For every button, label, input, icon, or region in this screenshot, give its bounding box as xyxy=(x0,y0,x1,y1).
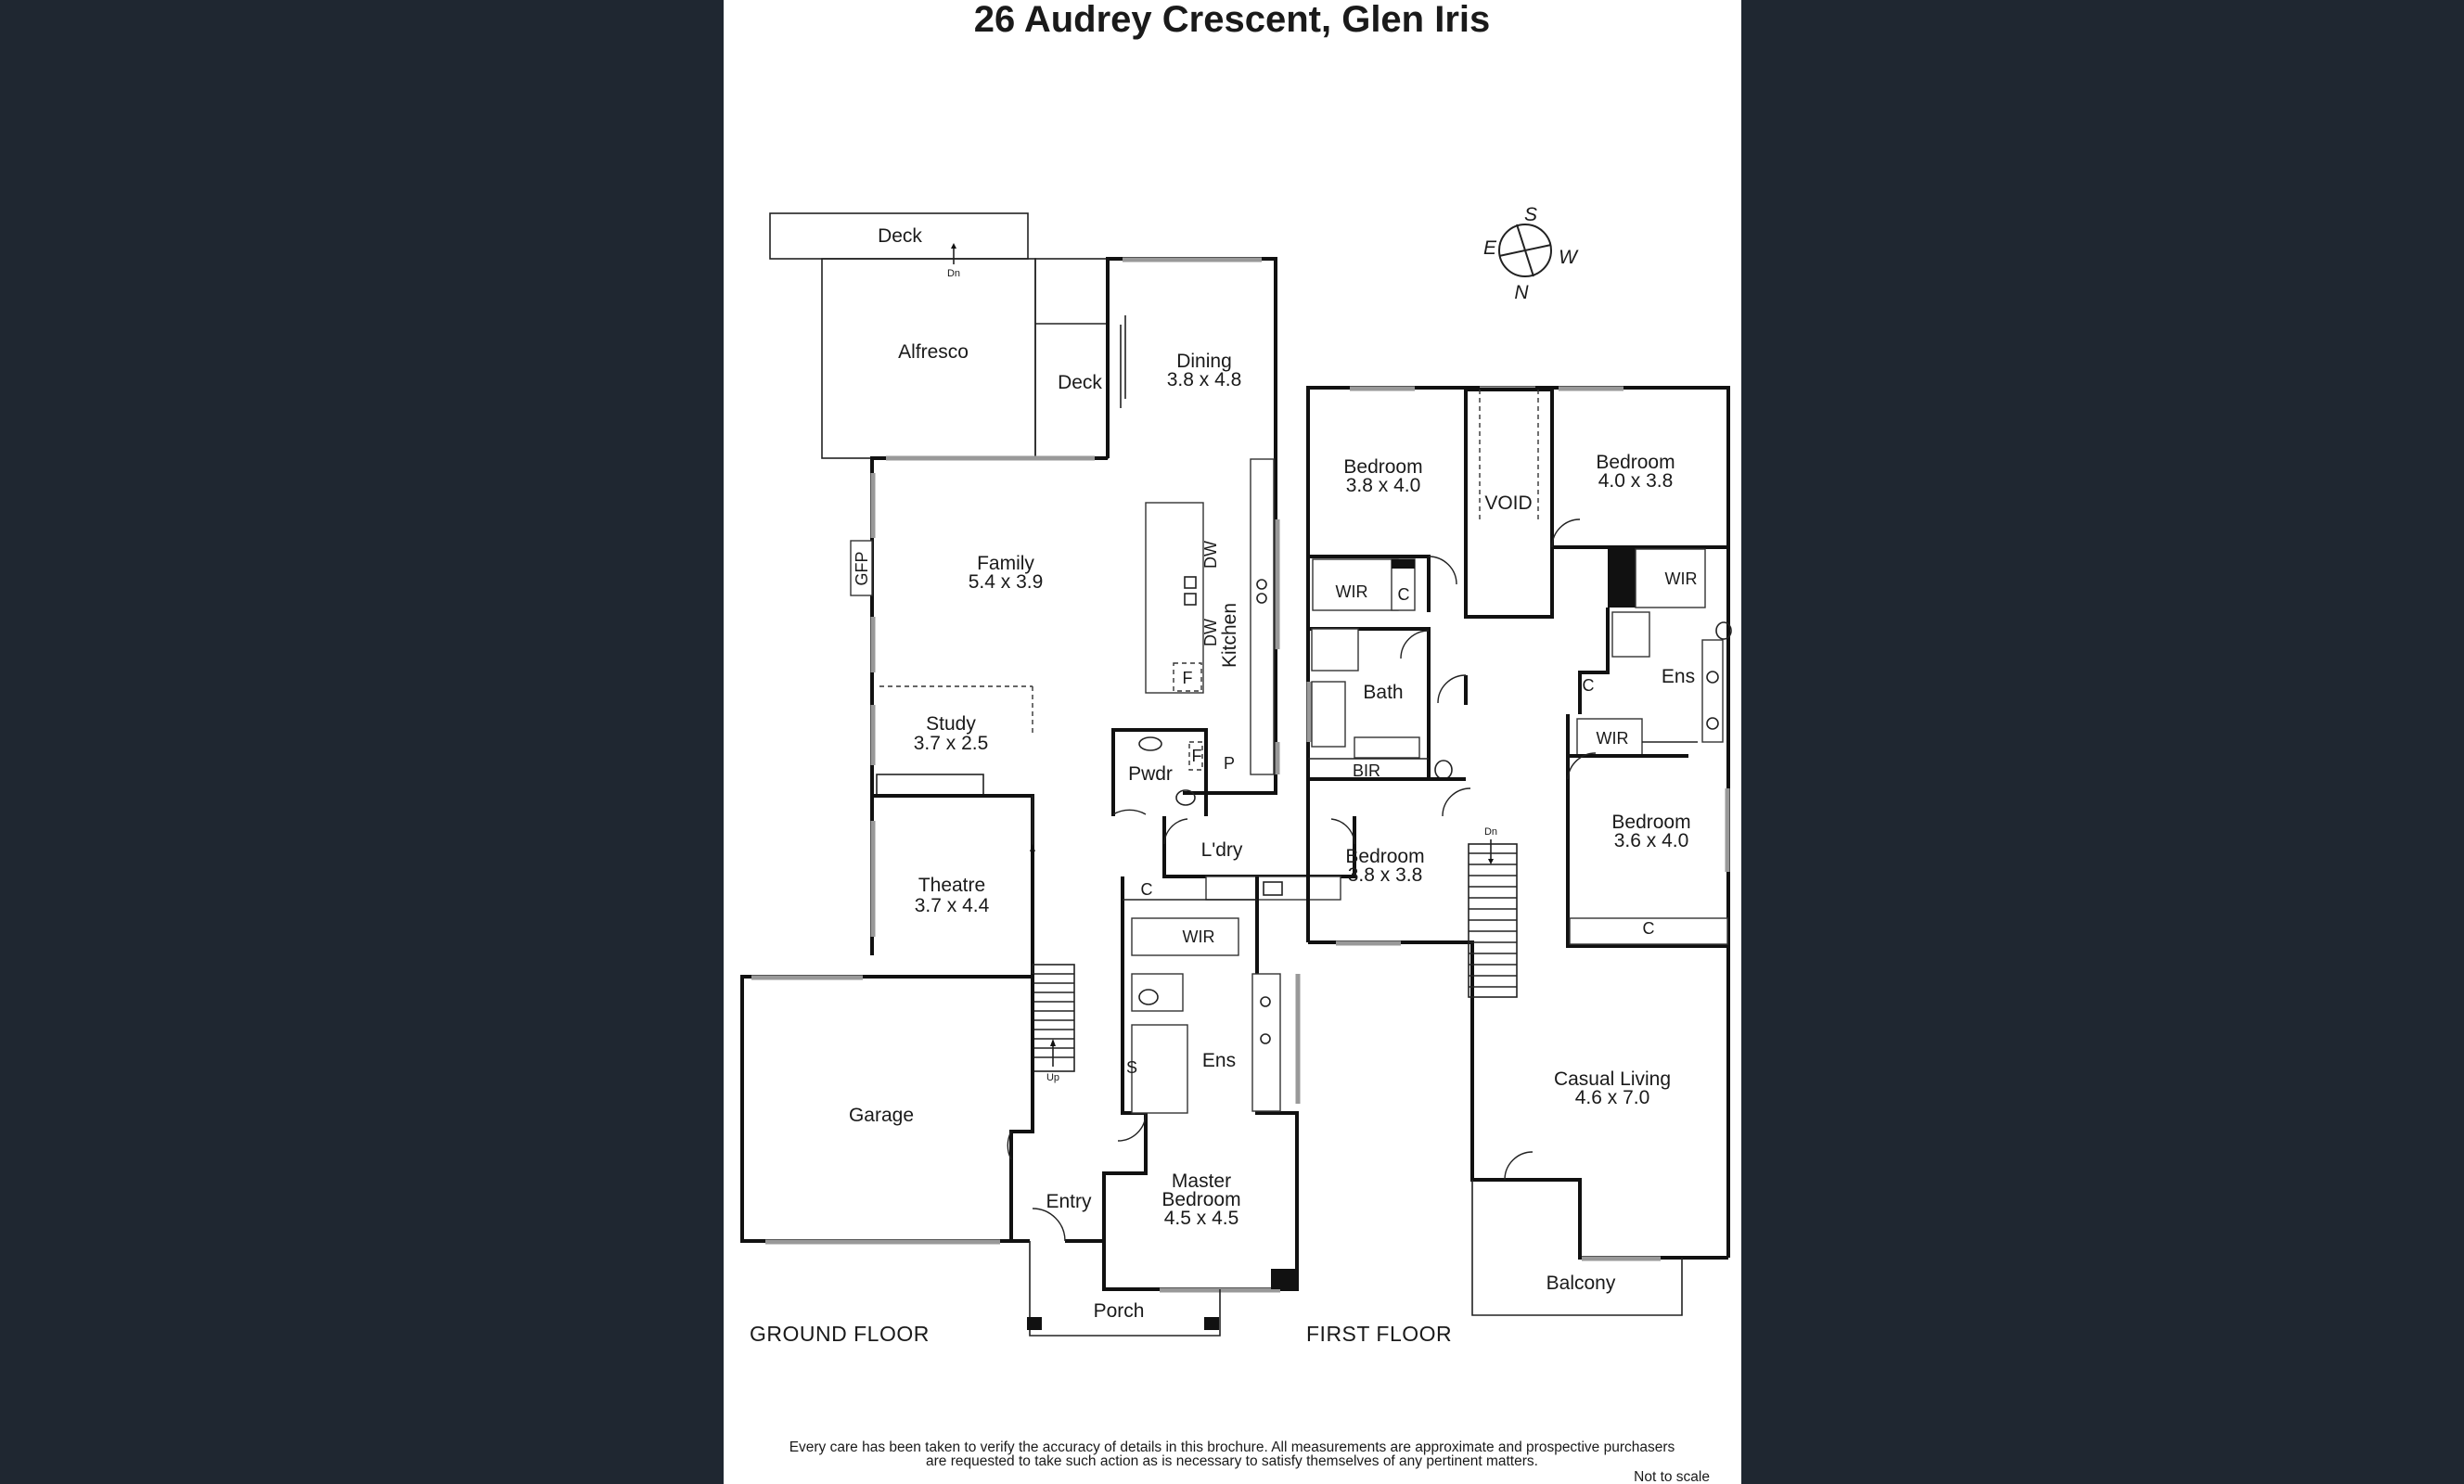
label-dw-1: DW xyxy=(1201,541,1220,569)
label-bed2-dim: 4.0 x 3.8 xyxy=(1598,470,1674,492)
label-wir-2: WIR xyxy=(1665,569,1698,588)
label-bed3: Bedroom xyxy=(1611,812,1690,833)
label-dining-dim: 3.8 x 4.8 xyxy=(1167,369,1242,390)
label-ldry: L'dry xyxy=(1201,839,1243,861)
first-floor-label: FIRST FLOOR xyxy=(1306,1322,1452,1346)
label-casual-dim: 4.6 x 7.0 xyxy=(1575,1087,1650,1108)
label-bed1: Bedroom xyxy=(1343,456,1422,478)
kitchen-island xyxy=(1145,502,1204,694)
label-dining: Dining xyxy=(1176,351,1232,372)
label-family-dim: 5.4 x 3.9 xyxy=(969,571,1044,593)
disclaimer-line-1: Every care has been taken to verify the … xyxy=(789,1439,1675,1455)
label-c-ground: C xyxy=(1141,880,1153,899)
label-bir: BIR xyxy=(1353,761,1380,780)
label-casual: Casual Living xyxy=(1554,1068,1671,1090)
label-f2: F xyxy=(1192,747,1202,765)
label-pantry: P xyxy=(1224,754,1235,773)
void-outline xyxy=(1464,388,1554,619)
label-balcony: Balcony xyxy=(1546,1273,1616,1294)
wir-master xyxy=(1131,917,1239,956)
label-pwdr: Pwdr xyxy=(1128,763,1173,785)
label-garage: Garage xyxy=(849,1105,914,1126)
kitchen-bench xyxy=(1250,458,1275,775)
label-deck-dn: Dn xyxy=(947,268,960,279)
label-wir-ground: WIR xyxy=(1183,928,1215,946)
label-bed4: Bedroom xyxy=(1345,846,1424,867)
label-study: Study xyxy=(926,713,976,735)
compass-icon xyxy=(1498,224,1552,277)
label-up: Up xyxy=(1046,1072,1059,1083)
label-master-bedroom: Bedroom xyxy=(1161,1189,1240,1210)
label-entry: Entry xyxy=(1046,1191,1092,1212)
label-fridge: F xyxy=(1183,669,1193,687)
label-dn: Dn xyxy=(1484,826,1497,838)
first-floor-plan xyxy=(1306,386,1732,1316)
label-bath: Bath xyxy=(1363,682,1403,703)
label-shower: S xyxy=(1126,1058,1137,1077)
not-to-scale: Not to scale xyxy=(1634,1469,1710,1484)
label-porch: Porch xyxy=(1094,1300,1145,1322)
label-void: VOID xyxy=(1484,493,1532,514)
label-c-3: C xyxy=(1643,919,1655,938)
label-master: Master xyxy=(1172,1171,1231,1192)
label-study-dim: 3.7 x 2.5 xyxy=(914,733,989,754)
label-gfp: GFP xyxy=(853,551,871,585)
label-theatre-dim: 3.7 x 4.4 xyxy=(915,895,990,916)
label-deck-side: Deck xyxy=(1058,372,1102,393)
label-bed3-dim: 3.6 x 4.0 xyxy=(1614,830,1689,851)
label-theatre: Theatre xyxy=(918,875,985,896)
compass-w: W xyxy=(1559,247,1579,268)
label-dw-2: DW xyxy=(1201,619,1220,646)
label-wir-3: WIR xyxy=(1597,729,1629,748)
label-wir-1: WIR xyxy=(1336,582,1368,601)
label-deck-top: Deck xyxy=(878,225,922,247)
label-kitchen: Kitchen xyxy=(1219,603,1240,668)
floorplan-sheet: 26 Audrey Crescent, Glen Iris xyxy=(724,0,1741,1484)
ground-floor-label: GROUND FLOOR xyxy=(750,1322,930,1346)
label-ens-first: Ens xyxy=(1662,666,1695,687)
compass-n: N xyxy=(1514,282,1529,303)
gfp-outline xyxy=(850,540,873,596)
compass-s: S xyxy=(1524,204,1537,225)
label-c-1: C xyxy=(1398,585,1410,604)
label-ens-ground: Ens xyxy=(1202,1050,1236,1071)
label-bed2: Bedroom xyxy=(1596,452,1675,473)
ground-floor-plan xyxy=(740,212,1356,1337)
label-family: Family xyxy=(977,553,1034,574)
deck-side-outline xyxy=(1034,258,1109,459)
label-c-2: C xyxy=(1583,676,1595,695)
floorplan-drawing: 26 Audrey Crescent, Glen Iris xyxy=(740,0,1732,1484)
disclaimer-line-2: are requested to take such action as is … xyxy=(926,1453,1538,1469)
label-master-dim: 4.5 x 4.5 xyxy=(1164,1208,1239,1229)
label-bed1-dim: 3.8 x 4.0 xyxy=(1346,475,1421,496)
label-bed4-dim: 3.8 x 3.8 xyxy=(1348,864,1423,886)
compass-e: E xyxy=(1483,237,1497,259)
page-title: 26 Audrey Crescent, Glen Iris xyxy=(974,0,1491,40)
label-alfresco: Alfresco xyxy=(898,341,969,363)
